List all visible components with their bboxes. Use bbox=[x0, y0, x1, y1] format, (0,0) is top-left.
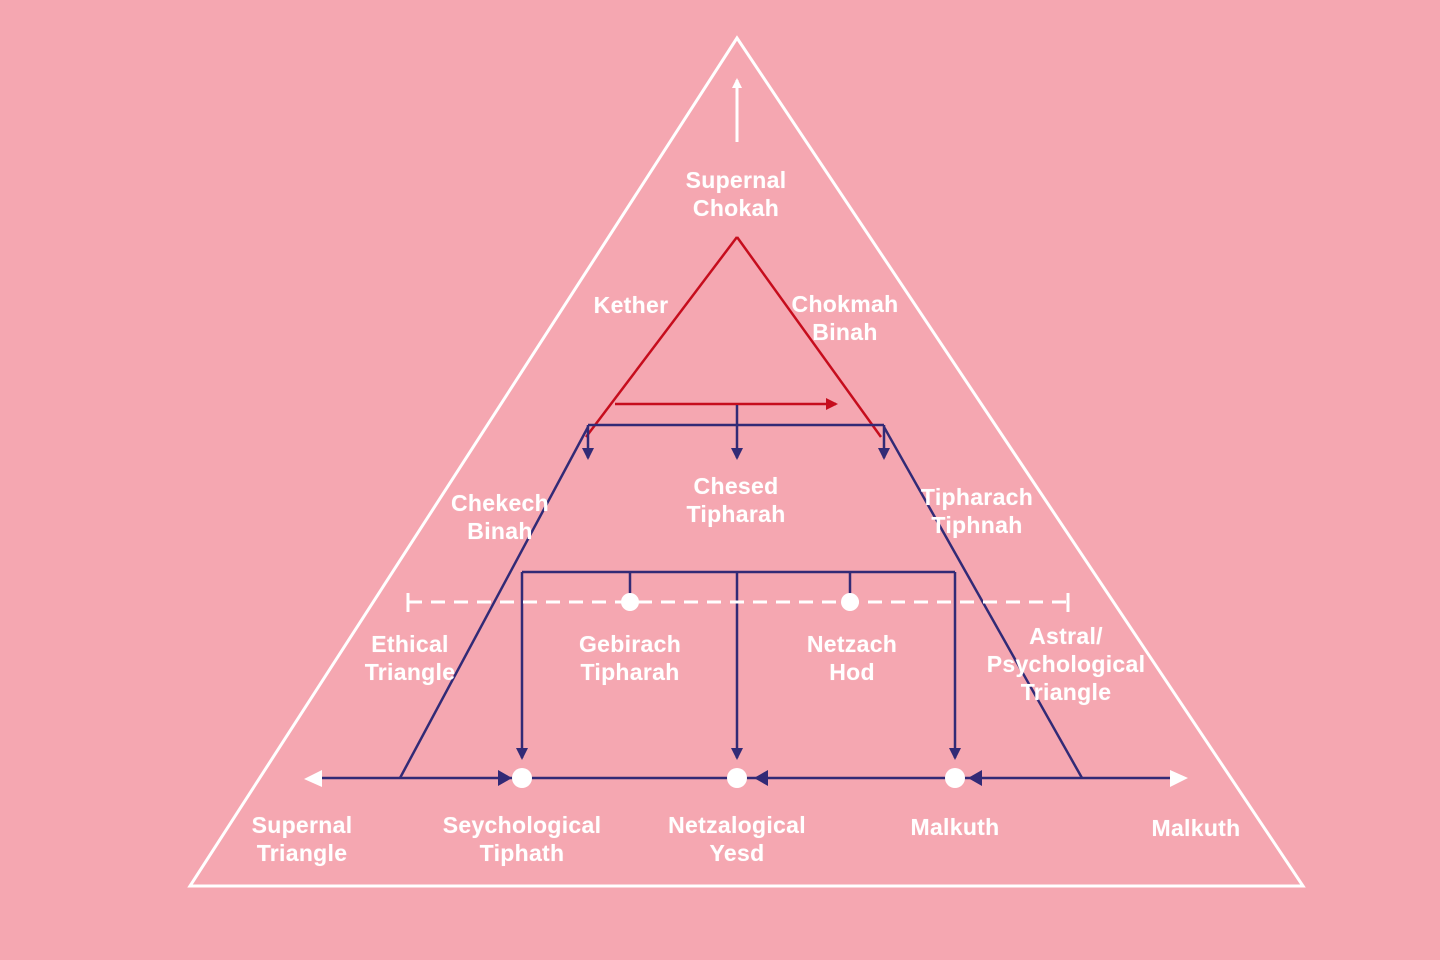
label-malkuth-center: Malkuth bbox=[910, 813, 1000, 840]
label-supernal-triangle: Supernal Triangle bbox=[251, 811, 353, 866]
rail-arrow-toward-left-dot bbox=[498, 770, 512, 786]
outer-triangle bbox=[187, 35, 1306, 888]
label-chokmah-binah: Chokmah Binah bbox=[791, 290, 899, 345]
label-chesed-tipharah: Chesed Tipharah bbox=[686, 472, 786, 527]
label-ethical-triangle: Ethical Triangle bbox=[364, 630, 456, 685]
label-malkuth-right: Malkuth bbox=[1151, 814, 1241, 841]
divider-dot-right bbox=[841, 593, 859, 611]
label-tipharach-tiphnah: Tipharach Tiphnah bbox=[920, 483, 1034, 538]
red-triangle-left-leg bbox=[585, 236, 738, 438]
label-supernal-chokah: Supernal Chokah bbox=[685, 166, 787, 221]
divider-dot-left bbox=[621, 593, 639, 611]
rail-arrow-toward-center-dot bbox=[754, 770, 768, 786]
label-astral-psychological-triangle: Astral/ Psychological Triangle bbox=[986, 622, 1146, 706]
left-diagonal bbox=[398, 426, 590, 779]
label-seychological-tiphath: Seychological Tiphath bbox=[442, 811, 602, 866]
rail-dot-center bbox=[727, 768, 747, 788]
label-gebirach-tipharah: Gebirach Tipharah bbox=[578, 630, 682, 685]
rail-dot-left bbox=[512, 768, 532, 788]
red-triangle-right-leg bbox=[735, 236, 883, 438]
label-netzalogical-yesd: Netzalogical Yesd bbox=[668, 811, 806, 866]
rail-arrow-toward-right-dot bbox=[968, 770, 982, 786]
rail-dot-right bbox=[945, 768, 965, 788]
bottom-rail-right-arrow bbox=[1170, 770, 1188, 787]
bottom-rail-left-arrow bbox=[304, 770, 322, 787]
label-kether: Kether bbox=[593, 291, 669, 318]
label-netzach-hod: Netzach Hod bbox=[806, 630, 898, 685]
label-chekech-binah: Chekech Binah bbox=[451, 489, 549, 544]
